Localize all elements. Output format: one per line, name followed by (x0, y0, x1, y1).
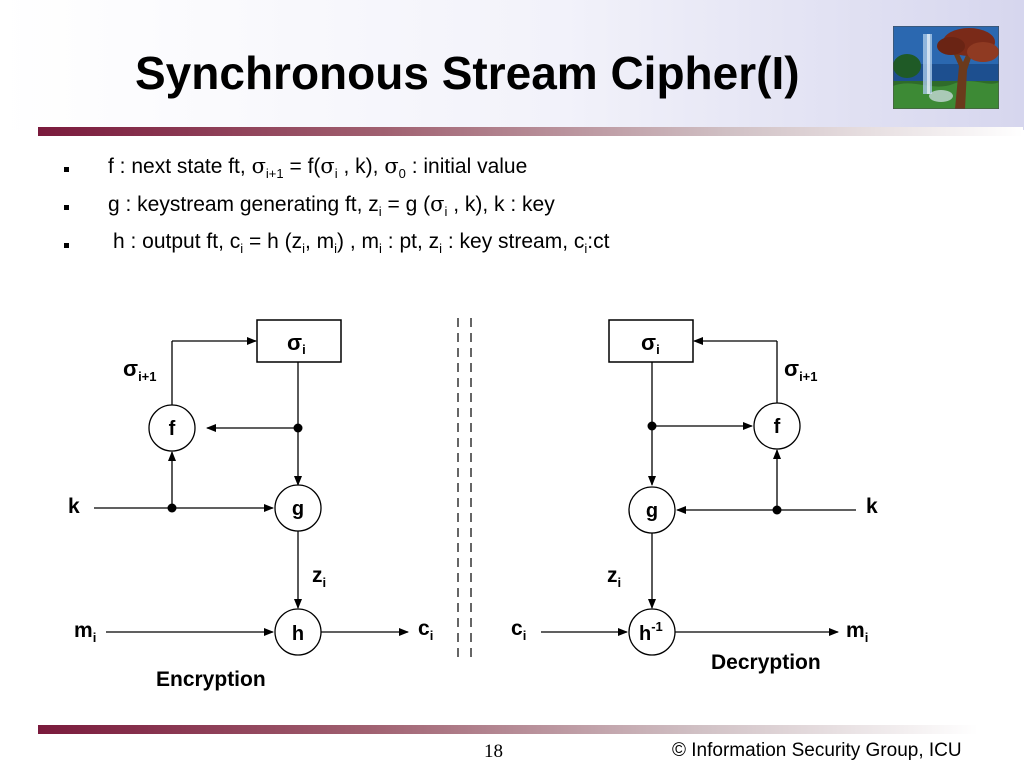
bullet-text-output: h : output ft, ci = h (zi, mi) , mi : pt… (113, 230, 609, 256)
text-run: : initial value (405, 155, 528, 178)
dec-next-state-label: σi+1 (784, 356, 818, 384)
text-run: : key stream, c (442, 230, 585, 253)
enc-node-g-label: g (292, 498, 304, 520)
enc-plaintext-label: mi (74, 619, 96, 645)
page-number: 18 (484, 741, 503, 762)
subscript-text: i (439, 241, 443, 257)
encryption-diagram: σi σi+1 f k g zi mi h ci Encryption (68, 319, 433, 691)
text-run: :ct (587, 230, 610, 253)
dec-caption: Decryption (711, 651, 821, 674)
enc-next-state-label: σi+1 (123, 356, 157, 384)
greek-symbol: σ (384, 154, 399, 178)
enc-state-box (256, 319, 342, 363)
text-run: h : output ft, c (113, 230, 241, 253)
text-run: , k), (337, 155, 385, 178)
text-run: : pt, z (381, 230, 440, 253)
enc-key-label: k (68, 495, 80, 518)
subscript-text: i (334, 166, 338, 182)
dec-state-label: σi (641, 330, 660, 357)
subscript-text: i+1 (265, 166, 284, 182)
subscript-text: i (379, 241, 382, 257)
greek-symbol: σ (430, 192, 445, 216)
enc-node-h-label: h (292, 623, 304, 645)
enc-ciphertext-label: ci (418, 617, 433, 643)
text-run: , k), k : key (447, 193, 555, 216)
greek-symbol: σ (320, 154, 335, 178)
dec-plaintext-label: mi (846, 619, 868, 645)
dec-node-h-inverse-label: h-1 (639, 619, 663, 645)
header-rule (38, 127, 1023, 136)
greek-symbol: σ (251, 154, 266, 178)
text-run: = f( (283, 155, 321, 178)
slide-title: Synchronous Stream Cipher(I) (135, 47, 800, 99)
subscript-text: i (334, 241, 338, 257)
enc-caption: Encryption (156, 668, 266, 691)
enc-keystream-label: zi (312, 564, 326, 590)
text-run: = g ( (381, 193, 431, 216)
dec-ciphertext-label: ci (511, 617, 526, 643)
subscript-text: i (240, 241, 244, 257)
enc-node-f-label: f (169, 418, 176, 440)
subscript-text: i (444, 204, 448, 220)
dec-keystream-label: zi (607, 564, 621, 590)
subscript-text: i (584, 241, 588, 257)
subscript-text: i (302, 241, 305, 257)
subscript-text: i (378, 204, 382, 220)
text-run: ) , m (337, 230, 380, 253)
subscript-text: 0 (398, 166, 406, 182)
footer-rule (38, 725, 978, 734)
text-run: , m (304, 230, 335, 253)
text-run: g : keystream generating ft, z (108, 193, 379, 216)
jungle-clipart-image (893, 26, 999, 109)
text-run: = h (z (243, 230, 303, 253)
dec-node-f-label: f (774, 416, 781, 438)
dec-node-g-label: g (646, 500, 658, 522)
bullet-marker (64, 167, 69, 172)
decryption-diagram: σi σi+1 f k g zi ci h-1 mi Decryption (511, 319, 878, 674)
dec-key-label: k (866, 495, 878, 518)
enc-state-label: σi (287, 330, 306, 357)
text-run: f : next state ft, (108, 155, 252, 178)
bullet-marker (64, 243, 69, 248)
bullet-marker (64, 205, 69, 210)
bullet-text-keystream: g : keystream generating ft, zi = g (σi … (108, 192, 555, 219)
bullet-text-next-state: f : next state ft, σi+1 = f(σi , k), σ0 … (108, 154, 527, 181)
dec-state-box (608, 319, 694, 363)
copyright-text: © Information Security Group, ICU (672, 740, 962, 761)
header-background (0, 0, 1024, 130)
